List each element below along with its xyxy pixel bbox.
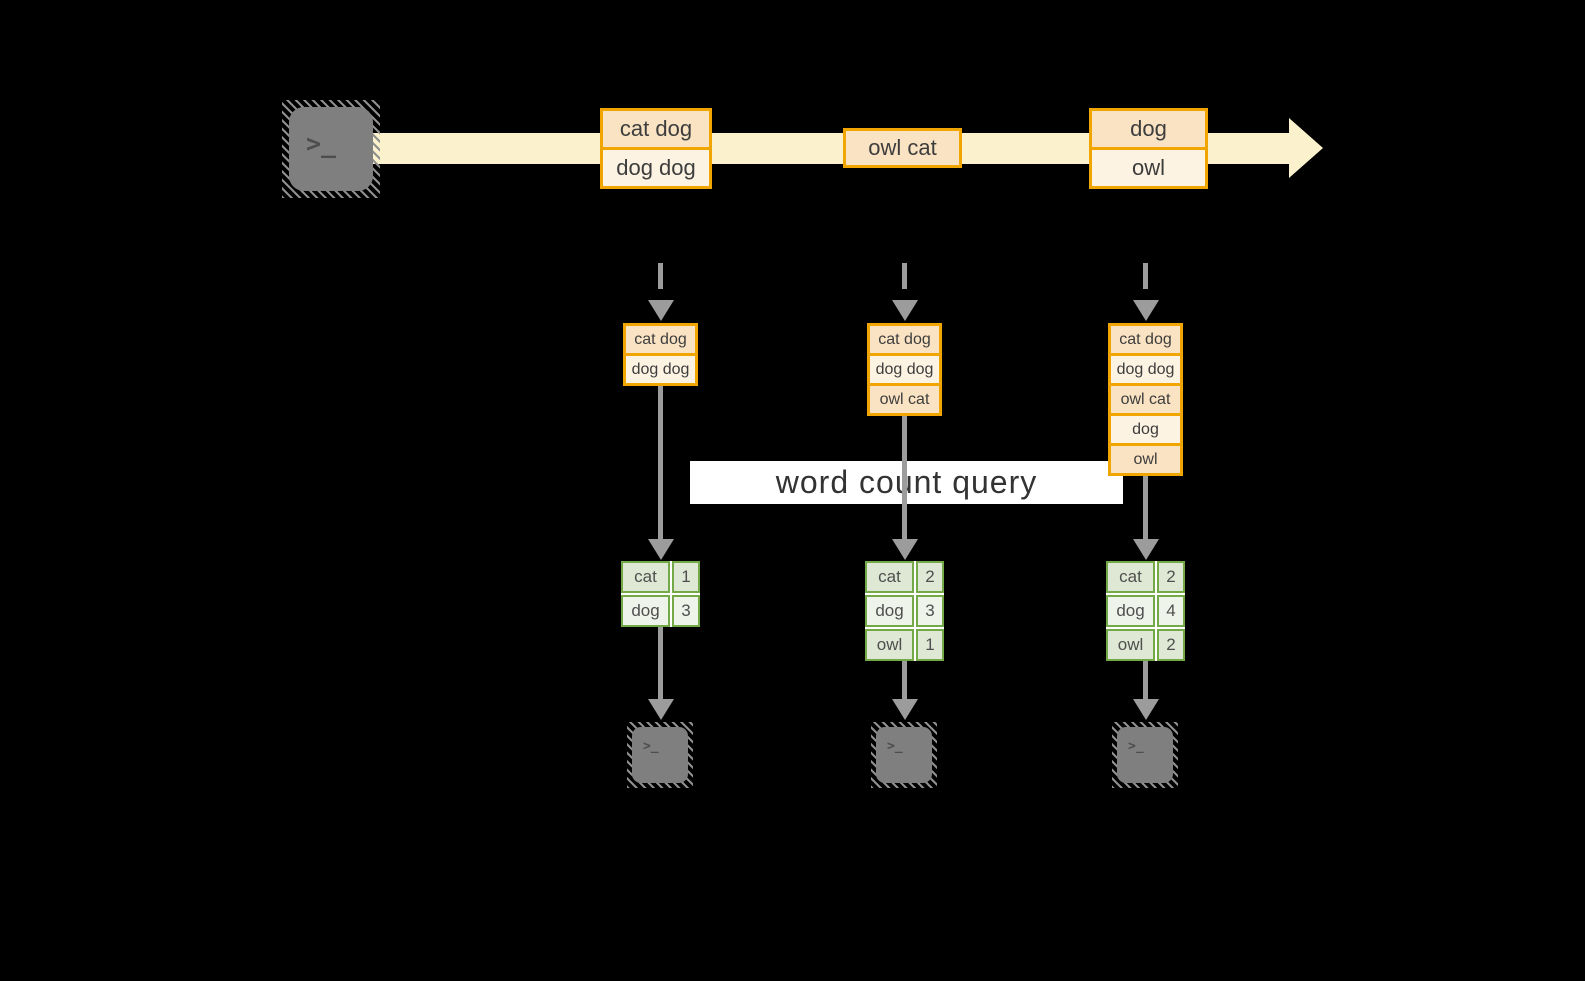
count-value-cell: 3 (672, 595, 700, 627)
stack-row: owl cat (870, 383, 939, 413)
count-value-cell: 2 (1157, 629, 1185, 661)
stack-row: cat dog (1111, 326, 1180, 353)
count-word-cell: cat (865, 561, 914, 593)
count-value-cell: 2 (1157, 561, 1185, 593)
terminal-prompt-icon: >_ (1128, 739, 1144, 754)
stream-batch-2: owl cat (843, 128, 962, 168)
connector-line (1143, 476, 1148, 540)
input-stack-2: cat dog dog dog owl cat (867, 323, 942, 416)
stack-row: owl cat (1111, 383, 1180, 413)
arrowhead-down-icon (1133, 539, 1159, 560)
terminal-prompt-icon: >_ (306, 129, 337, 158)
stack-row: dog dog (1111, 353, 1180, 383)
count-word-cell: dog (865, 595, 914, 627)
batch-line: dog dog (603, 147, 709, 186)
stack-row: cat dog (870, 326, 939, 353)
count-value-cell: 1 (672, 561, 700, 593)
batch-line: cat dog (603, 111, 709, 147)
connector-line (902, 661, 907, 700)
dashed-connector (902, 263, 907, 289)
arrowhead-down-icon (892, 699, 918, 720)
arrowhead-down-icon (1133, 699, 1159, 720)
input-stack-3: cat dog dog dog owl cat dog owl (1108, 323, 1183, 476)
terminal-body: >_ (289, 107, 373, 191)
stack-row: cat dog (626, 326, 695, 353)
connector-line (902, 416, 907, 540)
count-value-cell: 3 (916, 595, 944, 627)
dashed-connector (658, 263, 663, 289)
arrowhead-down-icon (892, 300, 918, 321)
sink-terminal-icon-1: >_ (627, 722, 693, 788)
count-word-cell: cat (1106, 561, 1155, 593)
count-table-2: cat 2 dog 3 owl 1 (865, 561, 944, 661)
connector-line (658, 627, 663, 700)
terminal-body: >_ (1117, 727, 1173, 783)
count-table-3: cat 2 dog 4 owl 2 (1106, 561, 1185, 661)
arrowhead-down-icon (1133, 300, 1159, 321)
count-value-cell: 2 (916, 561, 944, 593)
stack-row: dog dog (870, 353, 939, 383)
terminal-body: >_ (876, 727, 932, 783)
connector-line (1143, 661, 1148, 700)
count-word-cell: owl (865, 629, 914, 661)
arrowhead-down-icon (648, 699, 674, 720)
stream-batch-1: cat dog dog dog (600, 108, 712, 189)
count-table-1: cat 1 dog 3 (621, 561, 700, 627)
batch-line: dog (1092, 111, 1205, 147)
terminal-prompt-icon: >_ (643, 739, 659, 754)
stack-row: dog (1111, 413, 1180, 443)
sink-terminal-icon-3: >_ (1112, 722, 1178, 788)
terminal-body: >_ (632, 727, 688, 783)
count-value-cell: 4 (1157, 595, 1185, 627)
arrowhead-down-icon (648, 539, 674, 560)
stream-arrow-head-icon (1289, 118, 1323, 178)
stream-batch-3: dog owl (1089, 108, 1208, 189)
stack-row: owl (1111, 443, 1180, 473)
terminal-prompt-icon: >_ (887, 739, 903, 754)
input-stack-1: cat dog dog dog (623, 323, 698, 386)
count-word-cell: dog (1106, 595, 1155, 627)
arrowhead-down-icon (892, 539, 918, 560)
dashed-connector (1143, 263, 1148, 289)
count-value-cell: 1 (916, 629, 944, 661)
count-word-cell: owl (1106, 629, 1155, 661)
source-terminal-icon: >_ (282, 100, 380, 198)
batch-line: owl cat (846, 131, 959, 165)
count-word-cell: cat (621, 561, 670, 593)
stack-row: dog dog (626, 353, 695, 383)
connector-line (658, 386, 663, 540)
sink-terminal-icon-2: >_ (871, 722, 937, 788)
batch-line: owl (1092, 147, 1205, 186)
count-word-cell: dog (621, 595, 670, 627)
arrowhead-down-icon (648, 300, 674, 321)
